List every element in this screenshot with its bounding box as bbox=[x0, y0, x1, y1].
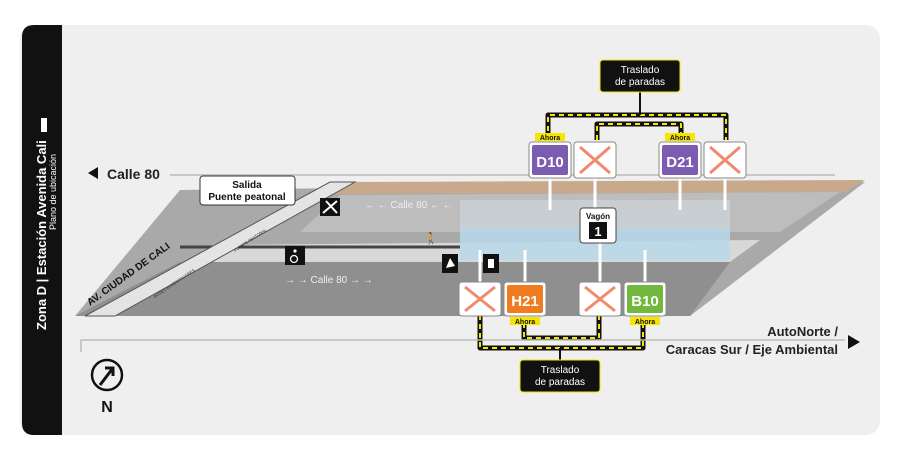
eastbound-lane bbox=[75, 262, 730, 316]
now-label: Ahora bbox=[515, 319, 535, 326]
now-label: Ahora bbox=[670, 135, 690, 142]
pedestrian-icon: 🚶 bbox=[424, 232, 438, 245]
lane-label-eastbound: → → Calle 80 → → bbox=[285, 275, 373, 286]
transfer-bottom-line1: Traslado bbox=[541, 365, 580, 376]
stop-code: D21 bbox=[666, 154, 694, 171]
street-line-bottom bbox=[80, 339, 845, 352]
sign-posts bbox=[478, 178, 727, 283]
escalator-icon bbox=[320, 198, 340, 216]
now-label: Ahora bbox=[540, 135, 560, 142]
destination-line1: AutoNorte / bbox=[767, 324, 838, 339]
removed-stop-sign bbox=[458, 281, 502, 317]
tan-edge bbox=[330, 180, 865, 194]
exit-label-box bbox=[199, 175, 296, 206]
exit-label-line1: Salida bbox=[232, 180, 262, 191]
title-marker bbox=[41, 118, 47, 132]
transfer-top-box bbox=[599, 59, 681, 93]
stop-sign-d21: D21 Ahora bbox=[658, 133, 702, 179]
station-title: Zona D | Estación Avenida Cali bbox=[34, 140, 49, 330]
north-arrow-icon bbox=[90, 358, 124, 392]
transfer-bottom-box bbox=[519, 359, 601, 393]
vagon-number: 1 bbox=[594, 224, 601, 239]
sidebar-band bbox=[22, 25, 62, 435]
svg-text:🚶: 🚶 bbox=[424, 232, 438, 245]
stop-sign-h21: H21 Ahora bbox=[503, 281, 547, 326]
stop-code: B10 bbox=[631, 293, 659, 310]
removed-stop-sign bbox=[578, 281, 622, 317]
east-arrow-icon bbox=[848, 335, 860, 349]
transfer-bottom-line2: de paradas bbox=[535, 377, 585, 388]
transfer-path-top bbox=[545, 112, 729, 140]
destination-line2: Caracas Sur / Eje Ambiental bbox=[666, 342, 838, 357]
stop-code: H21 bbox=[511, 293, 539, 310]
vagon-sign: Vagón 1 bbox=[579, 207, 617, 244]
transfer-top-line2: de paradas bbox=[615, 77, 665, 88]
wheelchair-icon bbox=[285, 246, 305, 265]
compass-label: N bbox=[101, 399, 113, 416]
removed-stop-sign bbox=[703, 141, 747, 179]
removed-stop-sign bbox=[573, 141, 617, 179]
lane-label-westbound: ← ← Calle 80 ← ← bbox=[365, 200, 453, 211]
stop-sign-b10: B10 Ahora bbox=[623, 281, 667, 326]
card-reader-icon bbox=[483, 254, 499, 273]
exit-label-line2: Puente peatonal bbox=[208, 192, 285, 203]
pedestrian-bridge bbox=[84, 181, 357, 317]
street-label-calle80: Calle 80 bbox=[107, 166, 160, 182]
now-label: Ahora bbox=[635, 319, 655, 326]
vagon-label: Vagón bbox=[586, 212, 610, 221]
stop-code: D10 bbox=[536, 154, 564, 171]
transfer-top-line1: Traslado bbox=[621, 65, 660, 76]
stop-sign-d10: D10 Ahora bbox=[528, 133, 572, 179]
transfer-path-bottom bbox=[477, 315, 646, 351]
ticket-icon bbox=[442, 254, 458, 273]
west-arrow-icon bbox=[88, 167, 98, 179]
station-subtitle: Plano de ubicación bbox=[48, 154, 58, 230]
